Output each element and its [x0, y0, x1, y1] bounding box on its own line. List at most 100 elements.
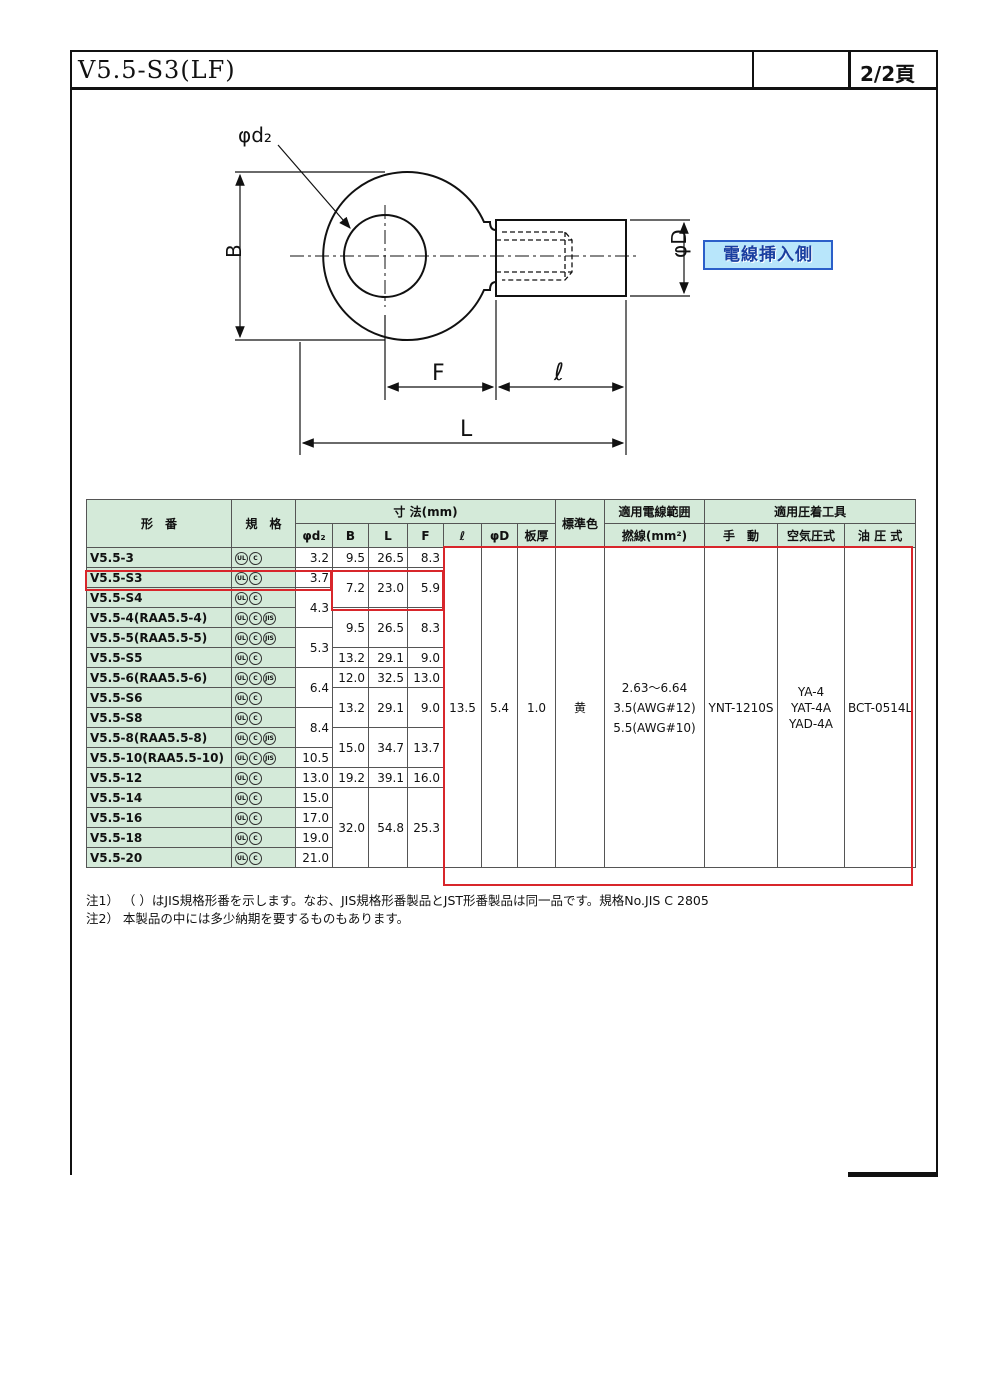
- header-D: φD: [481, 523, 518, 548]
- wire-range-value: 2.63～6.64: [621, 680, 688, 695]
- wire-insert-side-label: 電線挿入側: [703, 240, 833, 270]
- awg-10: 5.5(AWG#10): [613, 720, 696, 735]
- model-cell: V5.5-20: [86, 847, 232, 868]
- model-cell: V5.5-S5: [86, 647, 232, 668]
- document-title: V5.5-S3(LF): [78, 56, 236, 84]
- header-pneumatic: 空気圧式: [777, 523, 845, 548]
- note-1: 注1） （ ）はJIS規格形番を示します。なお、JIS規格形番製品とJST形番製…: [86, 893, 709, 908]
- F-cell: 9.0: [407, 687, 444, 728]
- note-2: 注2） 本製品の中には多少納期を要するものもあります。: [86, 911, 410, 926]
- B-cell: 9.5: [332, 547, 369, 568]
- d2-cell: 6.4: [295, 667, 333, 708]
- manual-tool-cell: YNT-1210S: [704, 547, 778, 868]
- highlight-common-specs: [443, 546, 913, 886]
- wire-range-cell: 2.63～6.64 3.5(AWG#12) 5.5(AWG#10): [604, 547, 705, 868]
- header-stranded: 撚線(mm²): [604, 523, 705, 548]
- bottom-rule: [848, 1172, 938, 1177]
- d2-cell: 8.4: [295, 707, 333, 748]
- model-cell: V5.5-8(RAA5.5-8): [86, 727, 232, 748]
- pneumatic-tool-cell: YA-4 YAT-4A YAD-4A: [777, 547, 845, 868]
- L-cell: 39.1: [368, 767, 408, 788]
- model-cell: V5.5-4(RAA5.5-4): [86, 607, 232, 628]
- label-l: ℓ: [553, 358, 564, 386]
- d2-cell: 5.3: [295, 627, 333, 668]
- notes: 注1） （ ）はJIS規格形番を示します。なお、JIS規格形番製品とJST形番製…: [86, 892, 709, 928]
- dimension-lines: [235, 144, 690, 455]
- L-cell: 23.0: [368, 567, 408, 608]
- B-cell: 32.0: [332, 787, 369, 868]
- center-lines: [290, 205, 640, 307]
- B-cell: 12.0: [332, 667, 369, 688]
- model-cell: V5.5-3: [86, 547, 232, 568]
- highlight-selected-row: [85, 570, 332, 591]
- d2-cell: 4.3: [295, 587, 333, 628]
- B-cell: 9.5: [332, 607, 369, 648]
- model-cell: V5.5-S4: [86, 587, 232, 608]
- model-cell: V5.5-16: [86, 807, 232, 828]
- header-F: F: [407, 523, 444, 548]
- F-cell: 9.0: [407, 647, 444, 668]
- l-cell: 13.5: [443, 547, 482, 868]
- F-cell: 16.0: [407, 767, 444, 788]
- label-D: φD: [667, 229, 691, 258]
- d2-cell: 19.0: [295, 827, 333, 848]
- label-d2: φd₂: [238, 123, 272, 147]
- model-cell: V5.5-5(RAA5.5-5): [86, 627, 232, 648]
- L-cell: 29.1: [368, 647, 408, 668]
- header-B: B: [332, 523, 369, 548]
- header-tools: 適用圧着工具: [703, 499, 917, 524]
- d2-cell: 13.0: [295, 767, 333, 788]
- F-cell: 13.7: [407, 727, 444, 768]
- header-manual: 手 動: [704, 523, 778, 548]
- L-cell: 32.5: [368, 667, 408, 688]
- F-cell: 8.3: [407, 547, 444, 568]
- label-B: B: [222, 244, 246, 258]
- pneumatic-tool-2: YAT-4A: [790, 700, 832, 715]
- header-L: L: [368, 523, 408, 548]
- label-L: L: [460, 417, 473, 442]
- awg-12: 3.5(AWG#12): [613, 700, 696, 715]
- header-color: 標準色: [555, 499, 605, 548]
- label-F: F: [432, 361, 445, 386]
- B-cell: 15.0: [332, 727, 369, 768]
- L-cell: 26.5: [368, 547, 408, 568]
- L-cell: 26.5: [368, 607, 408, 648]
- d2-cell: 10.5: [295, 747, 333, 768]
- F-cell: 13.0: [407, 667, 444, 688]
- B-cell: 13.2: [332, 687, 369, 728]
- page-number: 2/2頁: [860, 62, 916, 86]
- header-d2: φd₂: [295, 523, 333, 548]
- model-cell: V5.5-S6: [86, 687, 232, 708]
- pneumatic-tool-1: YA-4: [797, 684, 825, 699]
- D-cell: 5.4: [481, 547, 518, 868]
- L-cell: 34.7: [368, 727, 408, 768]
- header-l: ℓ: [443, 523, 482, 548]
- model-cell: V5.5-S8: [86, 707, 232, 728]
- model-cell: V5.5-14: [86, 787, 232, 808]
- header-dimensions: 寸 法(mm): [295, 499, 556, 524]
- d2-cell: 17.0: [295, 807, 333, 828]
- B-cell: 19.2: [332, 767, 369, 788]
- model-cell: V5.5-10(RAA5.5-10): [86, 747, 232, 768]
- F-cell: 5.9: [407, 567, 444, 608]
- L-cell: 29.1: [368, 687, 408, 728]
- d2-cell: 15.0: [295, 787, 333, 808]
- d2-cell: 3.2: [295, 547, 333, 568]
- F-cell: 25.3: [407, 787, 444, 868]
- highlight-selected-dims: [331, 570, 444, 611]
- title-divider: [848, 52, 851, 87]
- ring-terminal-drawing: φd₂ B φD F ℓ L: [222, 123, 691, 455]
